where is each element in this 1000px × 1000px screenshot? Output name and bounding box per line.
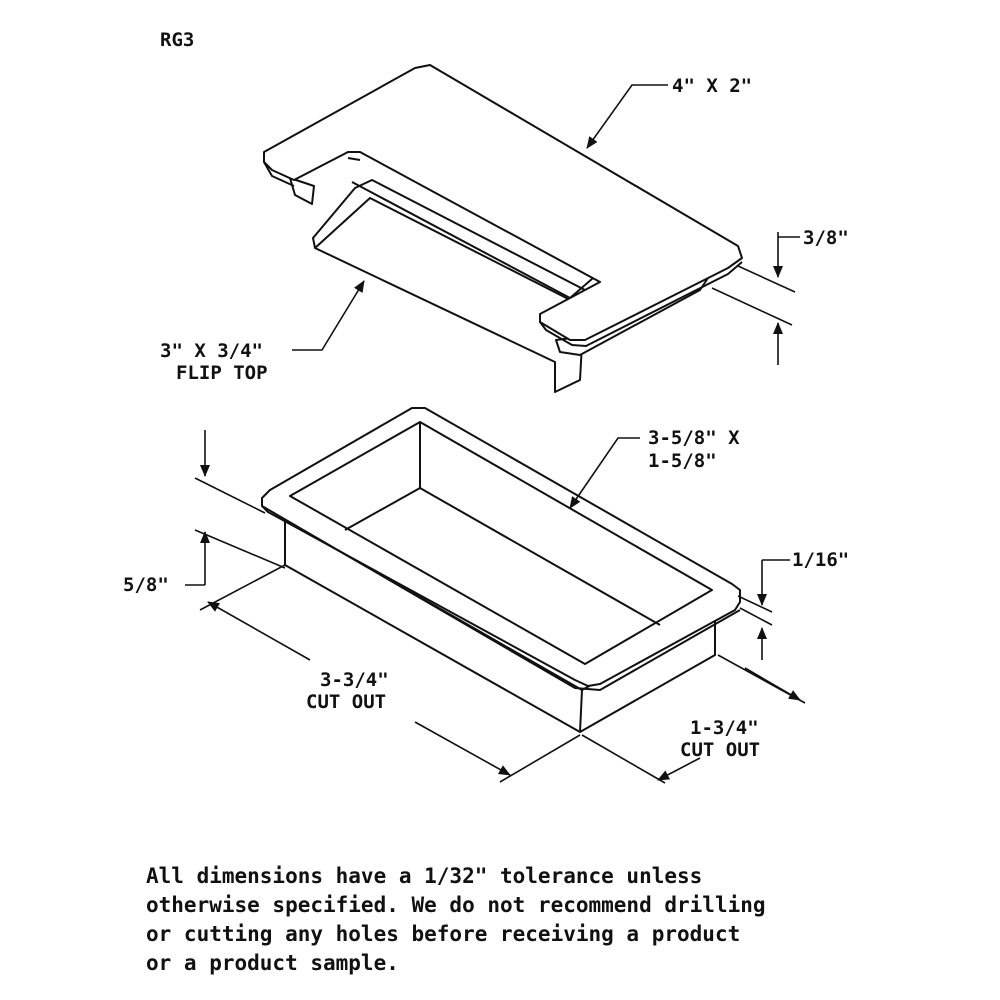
body-size-label-line2: 1-5/8" [648, 450, 717, 472]
cutout-length-label-line2: CUT OUT [306, 691, 386, 713]
tolerance-note: All dimensions have a 1/32" tolerance un… [146, 862, 946, 978]
tray-opening [289, 421, 713, 665]
dimension-labels: RG3 4" X 2" 3/8" 3" X 3/4" FLIP TOP 3-5/… [123, 29, 849, 761]
flip-top-left-tab [289, 177, 315, 205]
leader-flip-top-handle [292, 280, 365, 351]
leader-body-size [569, 437, 640, 509]
flip-top-plate-edge [263, 157, 743, 347]
dimension-lines [185, 84, 806, 784]
flip-top-inner-label-line1: 3" X 3/4" [160, 340, 263, 362]
cutout-length-label-line1: 3-3/4" [320, 669, 389, 691]
cutout-width-label-line2: CUT OUT [680, 739, 760, 761]
body-size-label-line1: 3-5/8" X [648, 427, 740, 449]
flip-top-inner-label-line2: FLIP TOP [176, 362, 268, 384]
flip-top-height-label: 3/8" [803, 227, 849, 249]
note-line: or a product sample. [146, 951, 399, 975]
dim-cutout-width [744, 667, 801, 701]
note-line: or cutting any holes before receiving a … [146, 922, 741, 946]
leader-flip-top-size [586, 84, 668, 149]
flip-top-size-label: 4" X 2" [672, 75, 752, 97]
flip-top-drawing [263, 64, 743, 393]
tray-flange-edge [261, 505, 741, 691]
dim-cutout-length [207, 601, 311, 661]
tray-drawing [261, 407, 741, 733]
note-line: All dimensions have a 1/32" tolerance un… [146, 864, 703, 888]
note-line: otherwise specified. We do not recommend… [146, 893, 766, 917]
part-id-label: RG3 [160, 29, 194, 51]
flip-top-handle-edge [314, 197, 583, 307]
flange-thickness-label: 1/16" [792, 549, 849, 571]
tray-inner-walls [344, 422, 661, 626]
tray-front-corner [579, 689, 583, 733]
body-depth-label: 5/8" [123, 574, 169, 596]
cutout-width-label-line1: 1-3/4" [690, 717, 759, 739]
